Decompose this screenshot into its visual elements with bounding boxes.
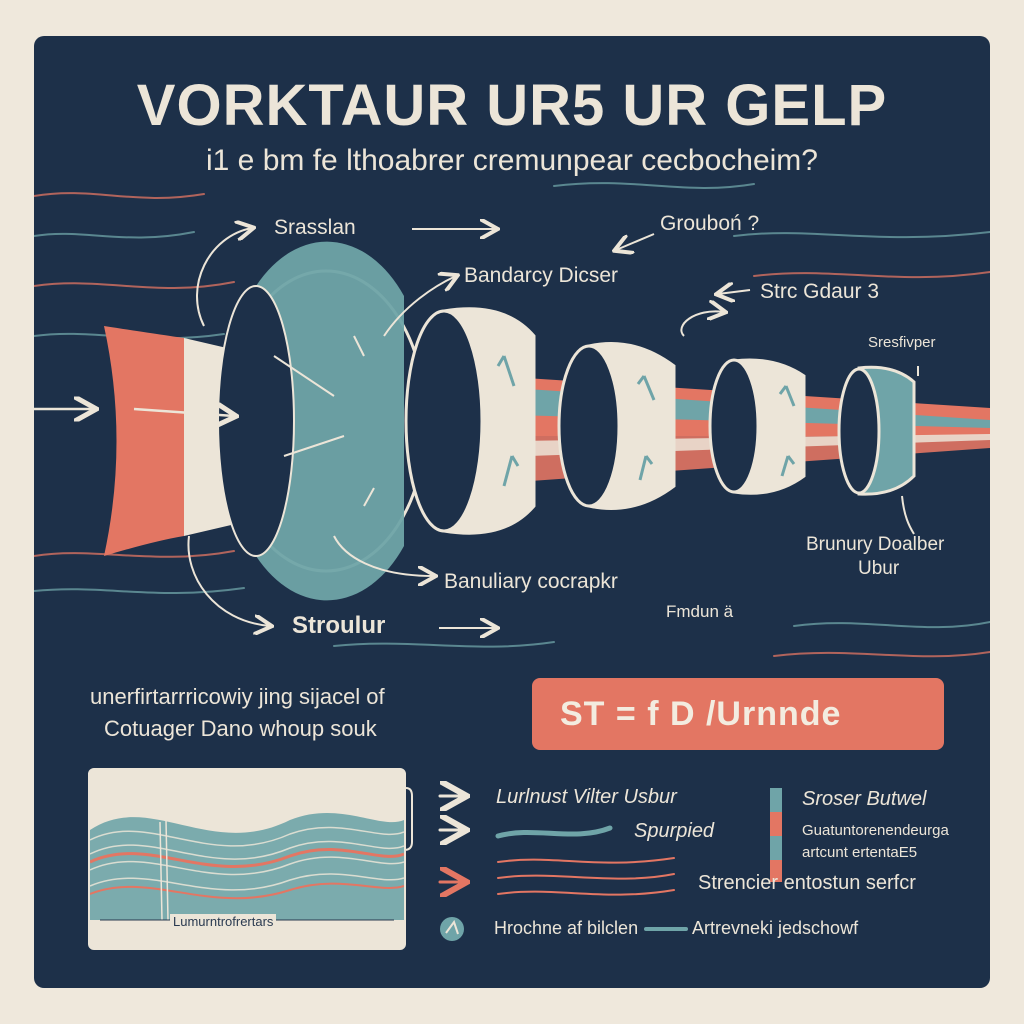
ring-arrows xyxy=(496,355,796,487)
side-legend-line-2: artcunt ertentaE5 xyxy=(802,844,918,861)
legend-row-4-left: Hrochne af bilclen xyxy=(494,918,639,938)
legend-row-2: Spurpied xyxy=(634,820,715,842)
label-top-mid: Bandarcy Dicser xyxy=(464,264,619,287)
legend-row-3: Strencier entostun serfcr xyxy=(698,872,916,894)
page-title: VORKTAUR UR5 UR GELP xyxy=(136,73,888,138)
label-bottom-right: Fmdun ä xyxy=(666,602,734,621)
label-right-lower-2: Ubur xyxy=(858,558,900,579)
label-top-right: Grouboń ? xyxy=(660,212,760,235)
inlet-arrows xyxy=(34,409,234,416)
teal-ring xyxy=(217,241,428,601)
page-subtitle: i1 e bm fe lthoabrer cremunpear cecboche… xyxy=(206,144,818,177)
formula-box: ST = f D /Urnnde xyxy=(532,678,944,750)
side-legend-title: Sroser Butwel xyxy=(802,788,927,810)
label-top-left: Srasslan xyxy=(274,216,356,239)
poster: VORKTAUR UR5 UR GELP i1 e bm fe lthoabre… xyxy=(34,36,990,988)
diagram-art xyxy=(34,182,990,941)
inset-panel: Lumurntrofrertars xyxy=(88,768,406,950)
inset-bracket xyxy=(374,787,413,851)
note-line-1: unerfirtarrricowiy jing sijacel of xyxy=(90,684,385,709)
label-bottom-left: Stroulur xyxy=(292,612,386,639)
label-right-upper: Strc Gdaur 3 xyxy=(760,280,880,303)
inset-caption: Lumurntrofrertars xyxy=(170,914,277,929)
flow-streaks xyxy=(34,182,990,658)
note-line-2: Cotuager Dano whoup souk xyxy=(104,716,377,741)
side-swatches xyxy=(770,788,782,882)
legend-row-1: Lurlnust Vilter Usbur xyxy=(496,786,677,808)
callout-arrows xyxy=(187,228,919,628)
legend-circle-icon xyxy=(440,917,464,941)
side-legend-line-1: Guatuntorenendeurga xyxy=(802,822,949,839)
label-right-lower-1: Brunury Doalber xyxy=(806,534,945,555)
label-far-right: Sresfivper xyxy=(868,334,936,351)
label-bottom-mid: Banuliary cocrapkr xyxy=(444,570,618,593)
cream-rings xyxy=(404,307,916,535)
legend-marks xyxy=(438,796,688,931)
legend-row-4-right: Artrevneki jedschowf xyxy=(692,918,859,938)
